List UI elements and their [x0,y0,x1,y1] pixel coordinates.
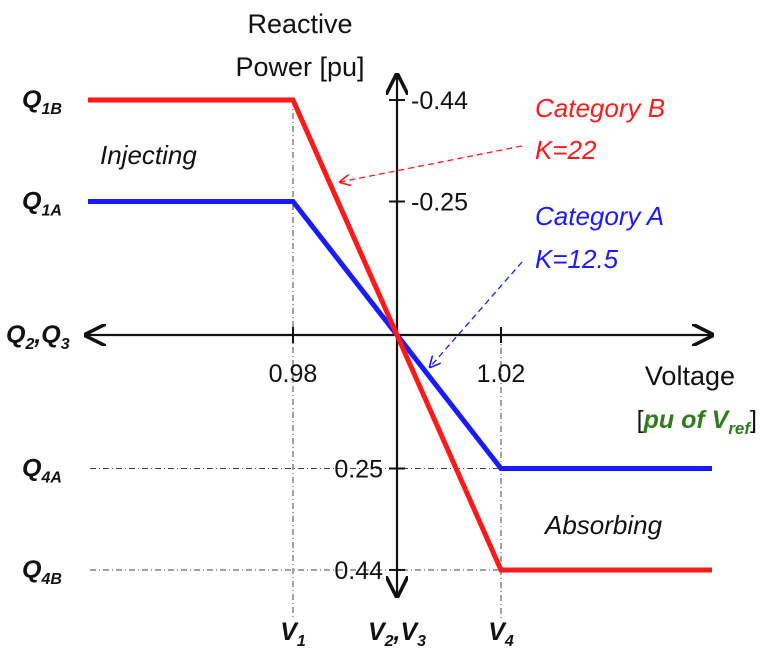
q-label-q1b: Q1B [22,86,62,118]
region-label-injecting: Injecting [100,140,197,170]
v-label-main: V [488,618,507,646]
q-label-q2-q3: Q2,Q3 [6,321,70,353]
y-tick-label: 0.44 [334,557,383,585]
v-label-v2-v3: V2,V3 [368,618,426,650]
region-label-absorbing: Absorbing [543,510,663,540]
y-axis-title-line2: Power [pu] [235,52,364,82]
q-label-main: Q [22,188,42,216]
v-label-main2: ,V [393,618,420,646]
legend-category-a-name: Category A [535,201,664,231]
v-label-main: V [280,618,299,646]
q-label-sub: 4B [40,571,61,588]
series-line-category-b [88,97,712,573]
y-tick-label: 0.25 [334,456,383,484]
x-axis-unit-close: ] [750,406,757,434]
v-label-sub2: 3 [417,633,426,650]
q-label-sub2: 3 [61,336,70,353]
tick-marks [292,99,502,571]
q-label-main2: ,Q [33,321,61,349]
q-label-q4b: Q4B [22,556,62,588]
q-label-main: Q [6,321,26,349]
q-label-main: Q [22,86,42,114]
x-axis-unit-sub: ref [728,419,752,438]
v-label-v1: V1 [280,618,306,650]
x-axis-title: Voltage [645,361,735,391]
q-label-sub: 2 [24,336,34,353]
v-label-sub: 2 [384,633,394,650]
v-label-main: V [368,618,387,646]
q-label-sub: 1A [41,203,61,220]
q-label-sub: 1B [41,101,61,118]
x-axis-unit-open: [ [637,406,644,434]
x-axis-unit: [pu of Vref] [637,406,757,438]
v-label-sub: 1 [297,633,306,650]
y-tick-label: -0.25 [411,189,468,217]
q-label-main: Q [22,556,42,584]
q-label-main: Q [22,455,42,483]
q-label-q4a: Q4A [22,455,62,487]
x-tick-label: 1.02 [477,360,526,388]
legend-category-b-gain: K=22 [535,135,597,165]
v-label-v4: V4 [488,618,514,650]
category-b-pointer-arrow [340,145,523,182]
v-label-sub: 4 [504,633,514,650]
y-tick-label: -0.44 [411,87,468,115]
category-a-pointer-arrow [430,261,523,367]
legend-category-a-gain: K=12.5 [535,244,619,274]
x-tick-label: 0.98 [269,360,318,388]
q-label-sub: 4A [40,470,61,487]
x-axis-unit-text: pu of V [643,406,731,434]
y-axis-title-line1: Reactive [247,9,352,39]
reference-lines [90,100,502,620]
q-label-q1a: Q1A [22,188,62,220]
legend-category-b-name: Category B [535,93,665,123]
